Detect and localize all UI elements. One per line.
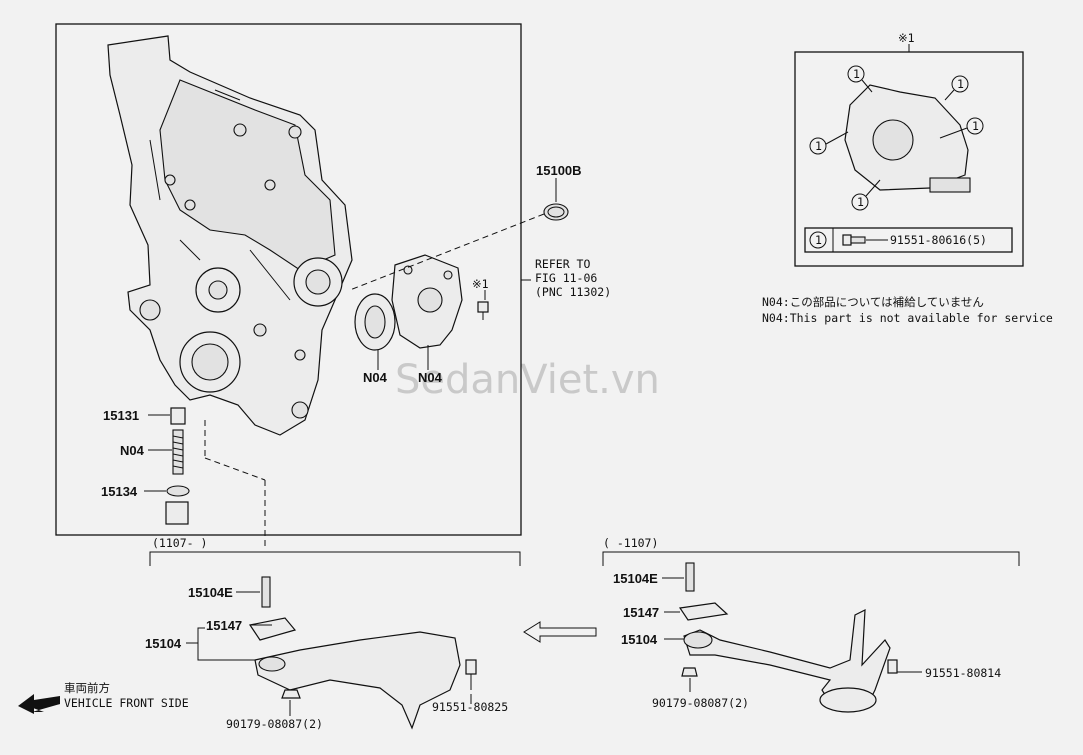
right-label-15147: 15147 xyxy=(623,605,659,620)
left-label-bolt: 91551-80825 xyxy=(432,700,508,714)
refer-line-2: FIG 11-06 xyxy=(535,271,597,285)
right-label-bolt: 91551-80814 xyxy=(925,666,1001,680)
detail-bolt-callouts: 1 1 1 1 1 xyxy=(809,65,984,211)
oil-pump-rotor xyxy=(354,293,396,351)
left-strainer-drawing xyxy=(249,576,477,730)
label-15134: 15134 xyxy=(101,484,138,499)
legend-circle xyxy=(809,231,827,249)
left-label-15147: 15147 xyxy=(206,618,242,633)
left-label-nut: 90179-08087(2) xyxy=(226,717,323,731)
note-jp: N04:この部品については補給していません xyxy=(762,295,984,309)
right-range-bracket xyxy=(602,551,1020,566)
relief-valve-parts xyxy=(165,407,190,525)
detail-legend-row xyxy=(804,227,1013,253)
left-range-label: (1107- ) xyxy=(152,536,207,550)
svg-text:1: 1 xyxy=(857,195,864,209)
oil-pump-cover xyxy=(391,254,463,349)
right-strainer-drawing xyxy=(678,562,898,713)
refer-line-3: (PNC 11302) xyxy=(535,285,611,299)
legend-ref-num: 1 xyxy=(815,233,822,247)
svg-text:1: 1 xyxy=(957,77,964,91)
timing-cover-drawing xyxy=(107,35,353,436)
detail-title: ※1 xyxy=(898,31,915,45)
label-star1: ※1 xyxy=(472,277,489,291)
front-label-en: VEHICLE FRONT SIDE xyxy=(64,696,189,710)
svg-text:1: 1 xyxy=(815,139,822,153)
legend-bolt-icon xyxy=(842,234,866,246)
bolt-small xyxy=(477,301,489,320)
left-range-bracket xyxy=(149,551,521,566)
label-n04-spring: N04 xyxy=(120,443,145,458)
detail-pump-drawing xyxy=(844,84,971,193)
label-n04-cover: N04 xyxy=(418,370,443,385)
watermark: SedanViet.vn xyxy=(395,357,660,403)
front-label-jp: 車両前方 xyxy=(64,681,110,695)
label-n04-rotor: N04 xyxy=(363,370,388,385)
left-label-15104e: 15104E xyxy=(188,585,233,600)
legend-part-number: 91551-80616(5) xyxy=(890,233,987,247)
left-label-15104: 15104 xyxy=(145,636,182,651)
o-ring xyxy=(543,203,569,221)
note-en: N04:This part is not available for servi… xyxy=(762,311,1053,325)
direction-arrow-icon xyxy=(523,621,597,643)
refer-line-1: REFER TO xyxy=(535,257,590,271)
svg-text:1: 1 xyxy=(853,67,860,81)
label-15131: 15131 xyxy=(103,408,139,423)
label-15100b: 15100B xyxy=(536,163,582,178)
right-label-15104: 15104 xyxy=(621,632,658,647)
right-range-label: ( -1107) xyxy=(603,536,658,550)
svg-text:1: 1 xyxy=(972,119,979,133)
right-label-nut: 90179-08087(2) xyxy=(652,696,749,710)
right-label-15104e: 15104E xyxy=(613,571,658,586)
